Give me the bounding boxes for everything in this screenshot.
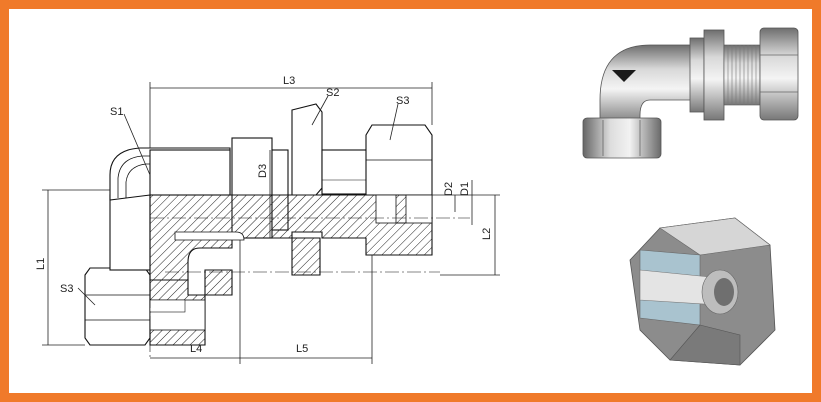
label-s1: S1 <box>110 106 123 118</box>
label-s3-top: S3 <box>396 95 409 107</box>
label-s2: S2 <box>326 87 339 99</box>
label-d2: D2 <box>443 182 455 196</box>
label-l3: L3 <box>283 75 295 87</box>
section-hatch <box>149 194 433 281</box>
elbow-fitting-drawing <box>84 103 470 360</box>
bulkhead-nut-s2 <box>291 103 323 196</box>
nut-cutaway-render <box>629 217 776 366</box>
label-l2: L2 <box>481 228 493 240</box>
label-d3: D3 <box>257 164 269 178</box>
dimensions <box>42 82 500 364</box>
label-d1: D1 <box>459 182 471 196</box>
elbow-fitting-render <box>582 27 799 159</box>
render-logo-icon <box>612 70 636 82</box>
label-l4: L4 <box>190 343 202 355</box>
label-l1: L1 <box>35 258 47 270</box>
label-l5: L5 <box>296 343 308 355</box>
label-s3-left: S3 <box>60 283 73 295</box>
left-nut-outline <box>84 267 151 346</box>
